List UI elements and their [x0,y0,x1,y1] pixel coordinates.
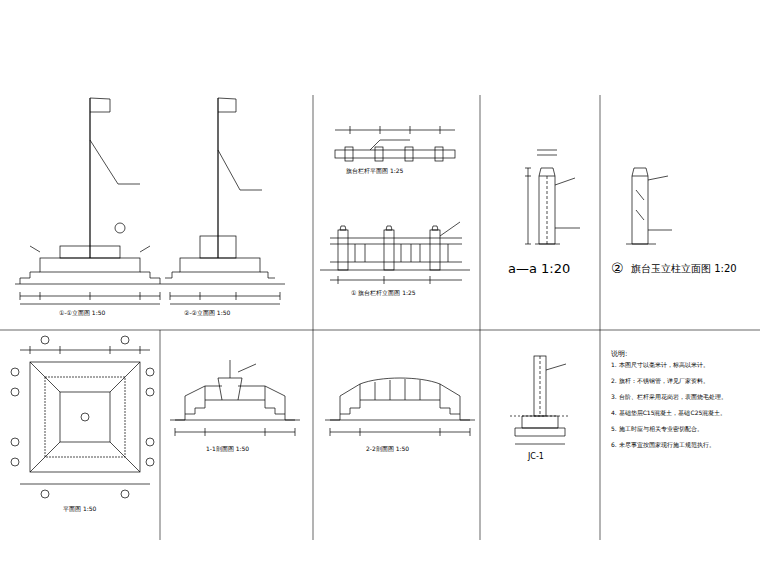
view-title: 2-2剖面图 1:50 [365,446,410,453]
view-title: ②-②立面图 1:50 [183,310,231,317]
view-title: ① 旗台栏杆立面图 1:25 [350,290,417,297]
notes-heading: 说明: [610,350,628,358]
note-line: 5. 施工时应与相关专业密切配合。 [610,426,752,433]
view-title: 旗台玉立柱立面图 1:20 [630,263,738,275]
note-line: 4. 基础垫层C15混凝土，基础C25混凝土。 [610,410,752,417]
note-line: 1. 本图尺寸以毫米计，标高以米计。 [610,362,752,369]
note-line: 6. 未尽事宜按国家现行施工规范执行。 [610,442,752,449]
view-title: ①-①立面图 1:50 [58,310,106,317]
view-number: ② [610,260,625,276]
note-line: 2. 旗杆：不锈钢管，详见厂家资料。 [610,378,752,385]
view-title: 平面图 1:50 [62,506,97,513]
view-title: 1-1剖面图 1:50 [205,446,250,453]
detail-title: JC-1 [527,452,545,461]
view-title: a—a 1:20 [507,262,571,277]
note-line: 3. 台阶、栏杆采用花岗岩，表面烧毛处理。 [610,394,752,401]
view-title: 旗台栏杆平面图 1:25 [345,168,404,175]
